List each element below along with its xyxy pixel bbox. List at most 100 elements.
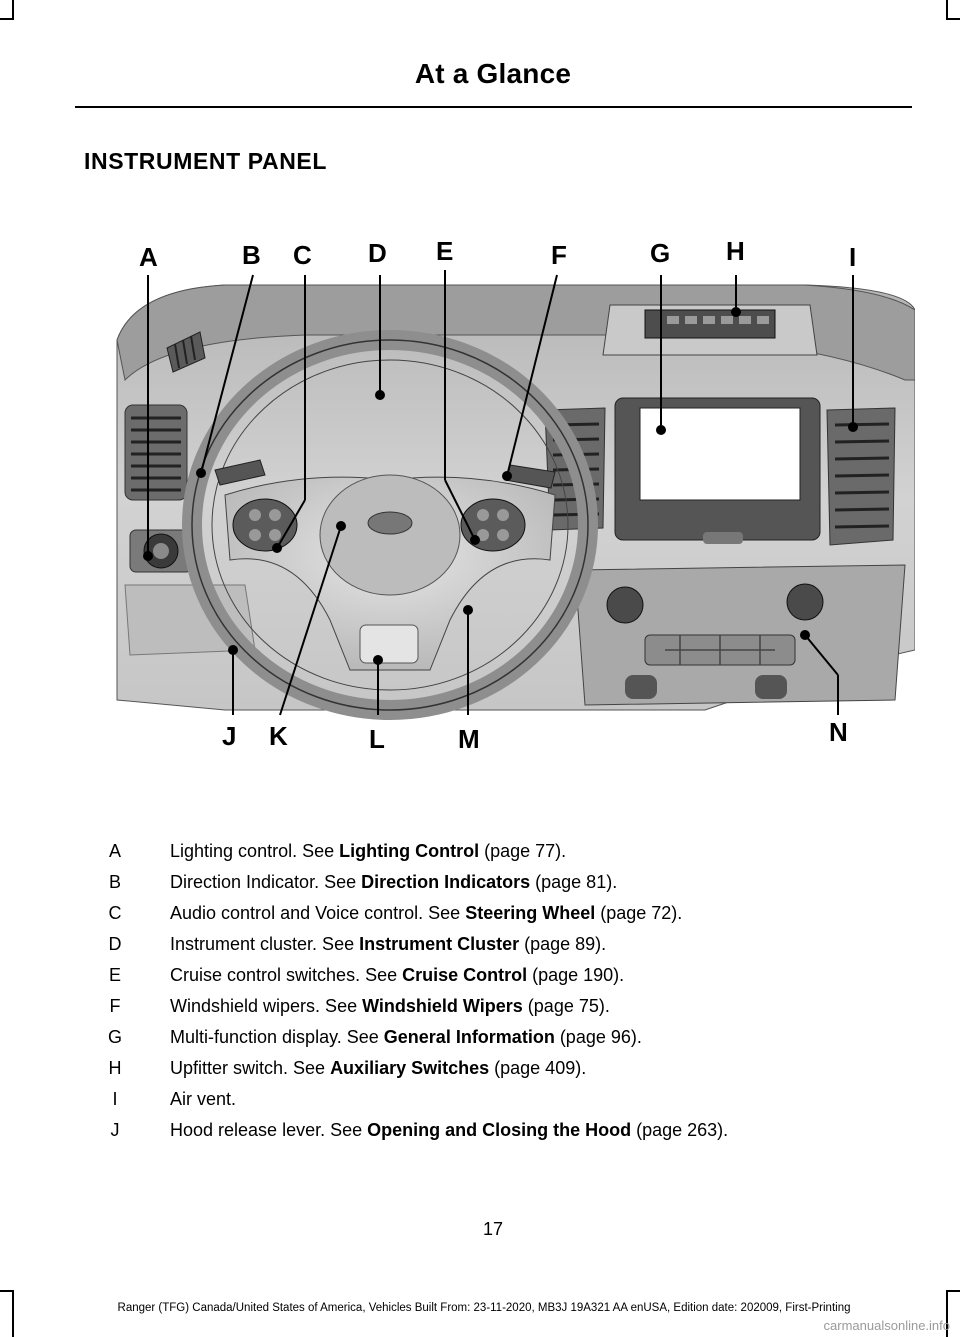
legend-item-reference: Instrument Cluster — [359, 934, 520, 954]
legend-item: I Air vent. — [100, 1084, 920, 1115]
callout-label-c: C — [293, 240, 312, 270]
indicator-stalk — [214, 459, 266, 486]
legend-item: D Instrument cluster. See Instrument Clu… — [100, 929, 920, 960]
page-header-title: At a Glance — [414, 58, 572, 89]
legend-item-reference: Windshield Wipers — [362, 996, 523, 1016]
callout-dot-e — [470, 535, 480, 545]
callout-label-e: E — [436, 236, 453, 266]
callout-label-n: N — [829, 717, 848, 747]
legend-item-page: (page 77). — [479, 841, 567, 861]
legend-item-text: Instrument cluster. See — [170, 934, 360, 954]
legend-item-page: (page 81). — [530, 872, 618, 892]
legend-item-letter: A — [108, 841, 121, 861]
legend-item-description: Audio control and Voice control. See Ste… — [170, 898, 682, 929]
legend-item-description: Cruise control switches. See Cruise Cont… — [170, 960, 624, 991]
legend-item-description: Windshield wipers. See Windshield Wipers… — [170, 991, 610, 1022]
legend-item-page: (page 72). — [595, 903, 683, 923]
callout-dot-d — [375, 390, 385, 400]
section-heading: INSTRUMENT PANEL — [84, 148, 328, 174]
callout-dot-b — [196, 468, 206, 478]
legend-item-description: Direction Indicator. See Direction Indic… — [170, 867, 617, 898]
crop-mark-bottom-right-h — [946, 1290, 960, 1292]
legend-item-letter: C — [108, 903, 122, 923]
legend-item-reference: General Information — [383, 1027, 555, 1047]
callout-label-f: F — [551, 240, 567, 270]
legend-item-reference: Steering Wheel — [465, 903, 596, 923]
callout-label-h: H — [726, 236, 745, 266]
legend-item-description: Upfitter switch. See Auxiliary Switches … — [170, 1053, 586, 1084]
legend-item-reference: Lighting Control — [339, 841, 480, 861]
legend-item-reference: Direction Indicators — [361, 872, 531, 892]
legend-item-letter: E — [108, 965, 121, 985]
legend-item: H Upfitter switch. See Auxiliary Switche… — [100, 1053, 920, 1084]
legend-item: A Lighting control. See Lighting Control… — [100, 836, 920, 867]
footer-edition-info: Ranger (TFG) Canada/United States of Ame… — [117, 1302, 851, 1314]
callout-label-a: A — [139, 242, 158, 272]
callout-dot-c — [272, 543, 282, 553]
callout-label-j: J — [222, 721, 236, 751]
legend-item-text: Lighting control. See — [170, 841, 340, 861]
legend-item: J Hood release lever. See Opening and Cl… — [100, 1115, 920, 1146]
legend-item-letter: G — [107, 1027, 122, 1047]
legend-item-text: Direction Indicator. See — [170, 872, 362, 892]
callout-dot-k — [336, 521, 346, 531]
callout-dot-l — [373, 655, 383, 665]
legend-item-text: Upfitter switch. See — [170, 1058, 331, 1078]
right-air-vent — [826, 407, 896, 546]
legend-item-page: (page 409). — [489, 1058, 587, 1078]
legend-item-letter: I — [112, 1089, 118, 1109]
crop-mark-bottom-left-h — [0, 1290, 14, 1292]
callout-dot-f — [502, 471, 512, 481]
legend-item-description: Air vent. — [170, 1084, 236, 1115]
crop-mark-top-left-h — [0, 18, 14, 20]
legend-item-letter: B — [108, 872, 121, 892]
legend-item-reference: Opening and Closing the Hood — [367, 1120, 632, 1140]
upfitter-switch-panel — [602, 304, 818, 356]
legend-item-letter: H — [108, 1058, 122, 1078]
legend-item-text: Windshield wipers. See — [170, 996, 363, 1016]
page-number: 17 — [482, 1219, 504, 1239]
legend-item-text: Multi-function display. See — [170, 1027, 384, 1047]
callout-dot-a — [143, 551, 153, 561]
legend-item: F Windshield wipers. See Windshield Wipe… — [100, 991, 920, 1022]
legend-item: E Cruise control switches. See Cruise Co… — [100, 960, 920, 991]
legend-item-letter: D — [108, 934, 122, 954]
legend-item-page: (page 263). — [631, 1120, 729, 1140]
legend-item-reference: Auxiliary Switches — [330, 1058, 490, 1078]
legend-item-reference: Cruise Control — [402, 965, 528, 985]
callout-label-g: G — [650, 238, 670, 268]
legend-item: G Multi-function display. See General In… — [100, 1022, 920, 1053]
callout-dot-h — [731, 307, 741, 317]
steering-wheel — [182, 330, 598, 720]
crop-mark-bottom-right-v — [946, 1290, 948, 1337]
legend-item: C Audio control and Voice control. See S… — [100, 898, 920, 929]
legend-item-description: Lighting control. See Lighting Control (… — [170, 836, 566, 867]
callout-dot-g — [656, 425, 666, 435]
legend-item-page: (page 96). — [554, 1027, 642, 1047]
legend-item-text: Air vent. — [170, 1089, 237, 1109]
multi-function-display — [614, 397, 821, 544]
crop-mark-bottom-left-v — [12, 1290, 14, 1337]
callout-dot-n — [800, 630, 810, 640]
legend-item-letter: F — [109, 996, 121, 1016]
legend-item: B Direction Indicator. See Direction Ind… — [100, 867, 920, 898]
header-divider — [75, 106, 912, 108]
callout-label-l: L — [369, 724, 385, 754]
callout-label-d: D — [368, 238, 387, 268]
crop-mark-top-right-h — [946, 18, 960, 20]
crop-mark-top-right-v — [946, 0, 948, 20]
legend-item-letter: J — [110, 1120, 120, 1140]
callout-label-k: K — [269, 721, 288, 751]
legend-item-description: Instrument cluster. See Instrument Clust… — [170, 929, 606, 960]
legend-item-description: Multi-function display. See General Info… — [170, 1022, 642, 1053]
legend-item-page: (page 190). — [527, 965, 625, 985]
left-air-vent — [124, 404, 188, 501]
callout-dot-i — [848, 422, 858, 432]
callout-label-i: I — [849, 242, 856, 272]
legend-item-page: (page 89). — [519, 934, 607, 954]
callout-dot-m — [463, 605, 473, 615]
crop-mark-top-left-v — [12, 0, 14, 20]
legend-item-text: Audio control and Voice control. See — [170, 903, 466, 923]
watermark: carmanualsonline.info — [823, 1318, 950, 1333]
instrument-panel-figure: A B C D E F G H I J K L M N — [105, 230, 915, 760]
